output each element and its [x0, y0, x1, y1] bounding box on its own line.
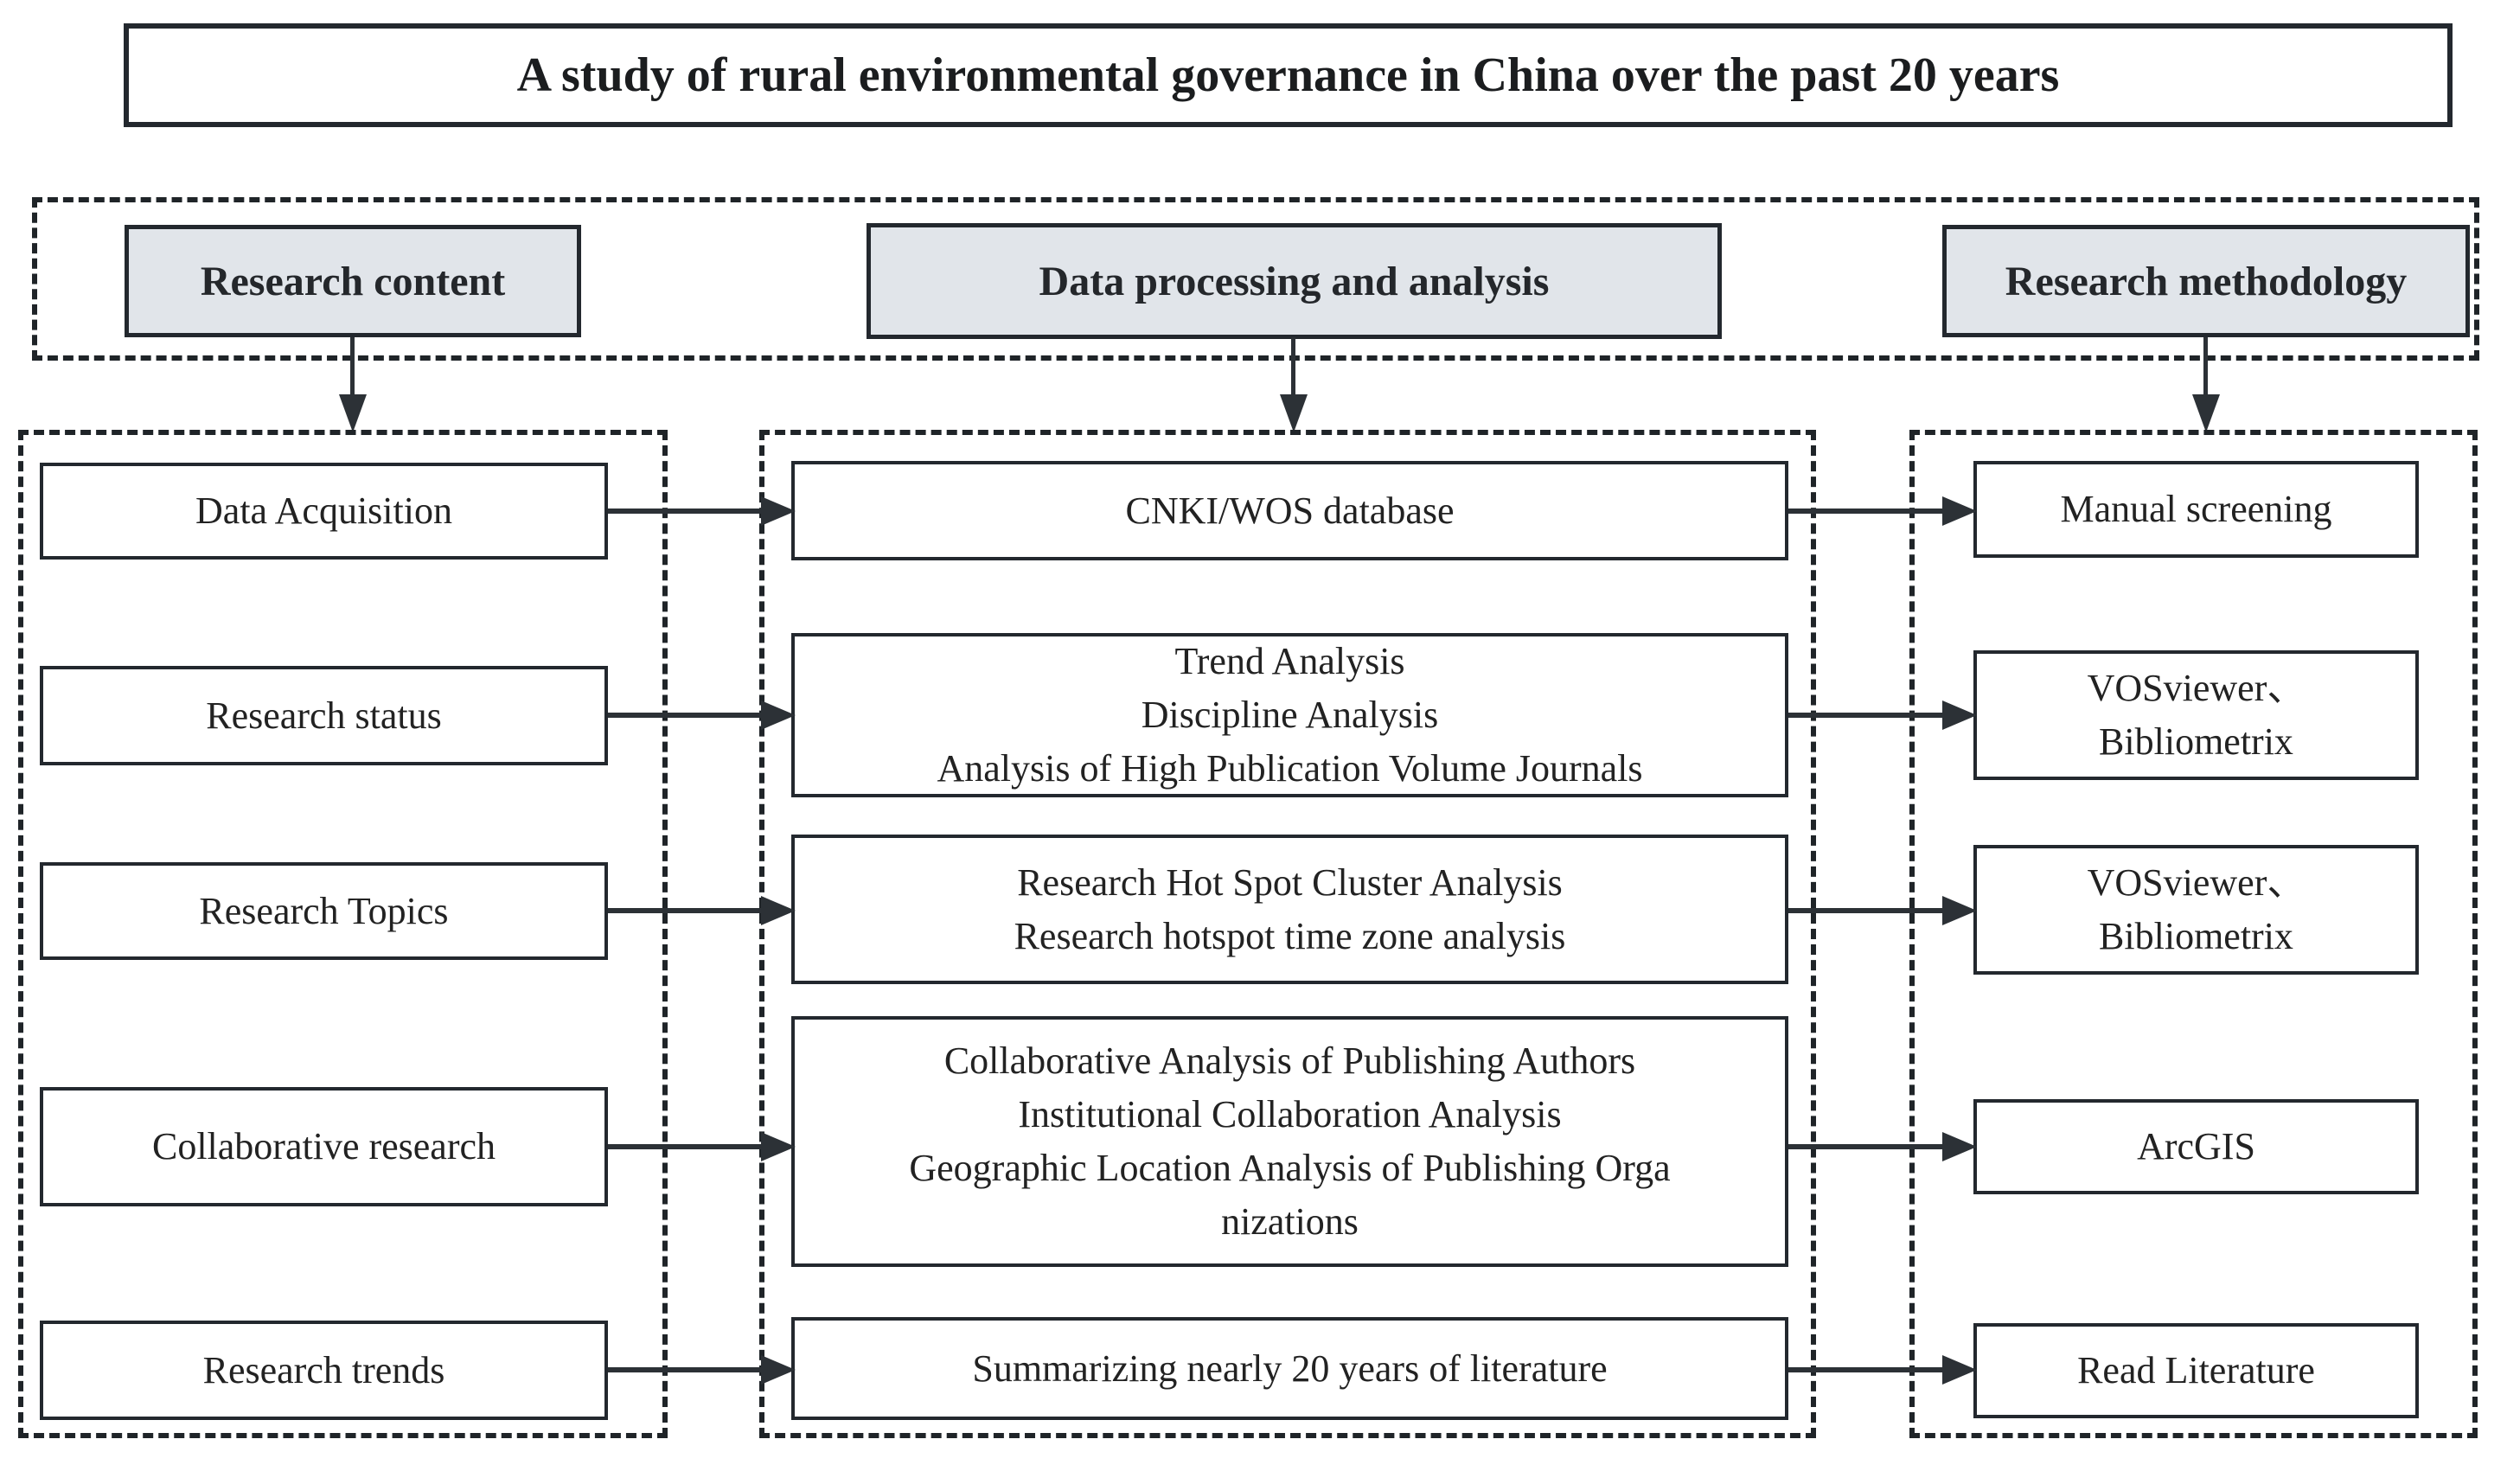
processing-line: Trend Analysis: [1174, 640, 1405, 682]
processing-line: Institutional Collaboration Analysis: [1018, 1093, 1562, 1135]
content-column-container: [18, 430, 668, 1438]
header-research-methodology-label: Research methodology: [2005, 258, 2408, 304]
arrow-row2-right-icon: [1788, 700, 1977, 730]
processing-box-collaboration-analyses: Collaborative Analysis of Publishing Aut…: [791, 1016, 1788, 1267]
methodology-box-vosviewer-1: VOSviewer、 Bibliometrix: [1973, 650, 2419, 780]
processing-line: Research hotspot time zone analysis: [1014, 914, 1566, 957]
content-box-collaborative-research: Collaborative research: [40, 1087, 608, 1206]
methodology-line: Bibliometrix: [2099, 915, 2293, 957]
header-research-methodology: Research methodology: [1942, 225, 2470, 337]
processing-box-status-analyses: Trend Analysis Discipline Analysis Analy…: [791, 633, 1788, 797]
processing-box-database: CNKI/WOS database: [791, 461, 1788, 560]
content-box-data-acquisition-label: Data Acquisition: [195, 489, 452, 532]
figure-title-box: A study of rural environmental governanc…: [124, 23, 2453, 127]
methodology-box-arcgis: ArcGIS: [1973, 1099, 2419, 1194]
arrow-row3-right-icon: [1788, 896, 1977, 925]
methodology-line: Bibliometrix: [2099, 720, 2293, 763]
processing-line: Discipline Analysis: [1141, 694, 1439, 736]
arrow-row3-left-icon: [608, 896, 796, 925]
methodology-box-arcgis-label: ArcGIS: [2137, 1125, 2255, 1167]
down-arrow-content-icon: [339, 337, 367, 432]
methodology-box-manual-screening: Manual screening: [1973, 461, 2419, 558]
processing-box-summarizing: Summarizing nearly 20 years of literatur…: [791, 1317, 1788, 1420]
arrow-row2-left-icon: [608, 700, 796, 730]
arrow-row1-left-icon: [608, 496, 796, 526]
processing-box-summarizing-label: Summarizing nearly 20 years of literatur…: [972, 1346, 1608, 1390]
header-band-container: [32, 197, 2479, 361]
content-box-research-status-label: Research status: [206, 694, 442, 737]
content-box-research-status: Research status: [40, 666, 608, 765]
header-research-content-label: Research content: [200, 258, 506, 304]
methodology-box-manual-screening-label: Manual screening: [2060, 488, 2332, 530]
content-box-data-acquisition: Data Acquisition: [40, 463, 608, 560]
processing-column-container: [759, 430, 1816, 1438]
header-data-processing-label: Data processing and analysis: [1039, 258, 1550, 304]
content-box-research-trends: Research trends: [40, 1321, 608, 1420]
content-box-research-topics-label: Research Topics: [199, 889, 449, 932]
arrow-row1-right-icon: [1788, 496, 1977, 526]
processing-line: Collaborative Analysis of Publishing Aut…: [943, 1039, 1636, 1082]
methodology-column-container: [1909, 430, 2478, 1438]
arrow-row4-right-icon: [1788, 1132, 1977, 1161]
methodology-box-read-literature-label: Read Literature: [2077, 1349, 2315, 1391]
methodology-line: VOSviewer、: [2087, 667, 2306, 709]
arrow-row4-left-icon: [608, 1132, 796, 1161]
methodology-box-read-literature: Read Literature: [1973, 1323, 2419, 1418]
down-arrow-processing-icon: [1280, 337, 1308, 432]
figure-title: A study of rural environmental governanc…: [516, 48, 2060, 102]
processing-box-hotspot-analyses: Research Hot Spot Cluster Analysis Resea…: [791, 835, 1788, 984]
methodology-box-vosviewer-2: VOSviewer、 Bibliometrix: [1973, 845, 2419, 975]
content-box-collaborative-research-label: Collaborative research: [151, 1125, 496, 1167]
processing-line: Research Hot Spot Cluster Analysis: [1017, 860, 1563, 904]
arrow-row5-left-icon: [608, 1355, 796, 1385]
header-data-processing: Data processing and analysis: [867, 223, 1722, 339]
processing-line: Geographic Location Analysis of Publishi…: [909, 1147, 1671, 1189]
processing-line: Analysis of High Publication Volume Jour…: [937, 747, 1643, 790]
content-box-research-topics: Research Topics: [40, 862, 608, 960]
down-arrow-methodology-icon: [2192, 337, 2220, 432]
methodology-line: VOSviewer、: [2087, 861, 2306, 904]
content-box-research-trends-label: Research trends: [202, 1348, 445, 1391]
processing-line: nizations: [1221, 1200, 1359, 1243]
arrow-row5-right-icon: [1788, 1355, 1977, 1385]
header-research-content: Research content: [125, 225, 581, 337]
processing-box-database-label: CNKI/WOS database: [1125, 489, 1455, 532]
